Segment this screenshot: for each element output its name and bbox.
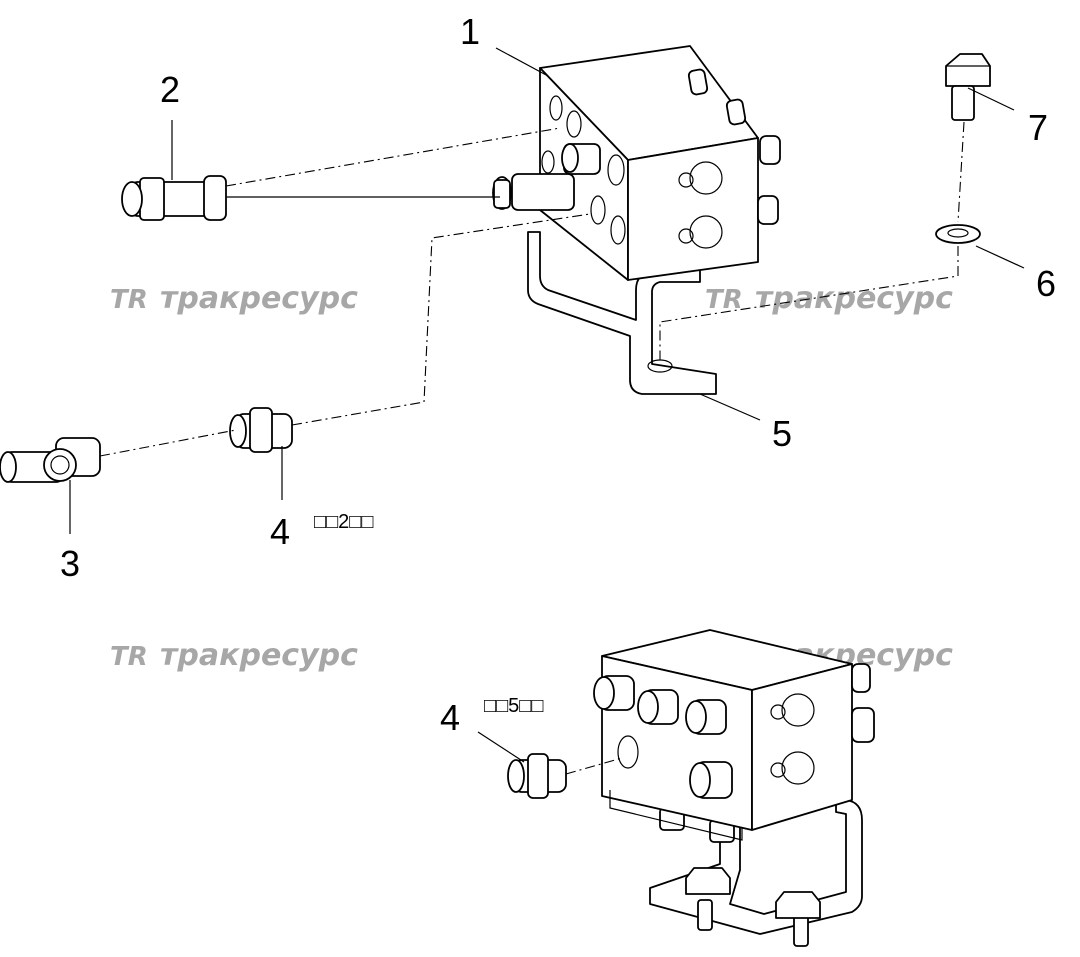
washer-part-6 (935, 224, 981, 244)
fitting-lower (492, 173, 575, 211)
leader-lines (69, 47, 1025, 763)
adapter-part-2 (121, 175, 227, 221)
lower-fitting-1 (593, 675, 635, 711)
callout-4-upper: 4 (270, 511, 290, 552)
svg-text:TR: TR (110, 642, 148, 672)
assembly-lines (99, 121, 965, 457)
quantity-note-upper: □□2□□ (314, 511, 373, 533)
svg-text:тракресурс: тракресурс (755, 281, 953, 316)
svg-text:тракресурс: тракресурс (160, 638, 358, 673)
lower-fitting-4 (689, 761, 733, 799)
watermark-2: TR тракресурс (705, 281, 953, 316)
svg-text:TR: TR (110, 285, 148, 315)
callout-1: 1 (460, 11, 480, 52)
quantity-note-lower: □□5□□ (484, 695, 543, 717)
lower-fitting-3 (685, 699, 727, 735)
fitting-upper (561, 143, 601, 175)
valve-block-part-1 (492, 45, 781, 281)
svg-text:TR: TR (705, 285, 743, 315)
plug-part-4-lower (507, 753, 567, 799)
callout-4-lower: 4 (440, 697, 460, 738)
callout-3: 3 (60, 543, 80, 584)
elbow-part-3 (0, 437, 101, 483)
callout-5: 5 (772, 413, 792, 454)
lower-fitting-2 (637, 689, 679, 725)
plug-part-4-upper (229, 407, 293, 453)
watermark-1: TR тракресурс (110, 281, 358, 316)
svg-text:тракресурс: тракресурс (160, 281, 358, 316)
callout-2: 2 (160, 69, 180, 110)
watermark-3: TR тракресурс (110, 638, 358, 673)
callout-6: 6 (1036, 263, 1056, 304)
bolt-part-7 (945, 53, 991, 121)
callout-7: 7 (1028, 107, 1048, 148)
lower-assembly (507, 629, 875, 947)
